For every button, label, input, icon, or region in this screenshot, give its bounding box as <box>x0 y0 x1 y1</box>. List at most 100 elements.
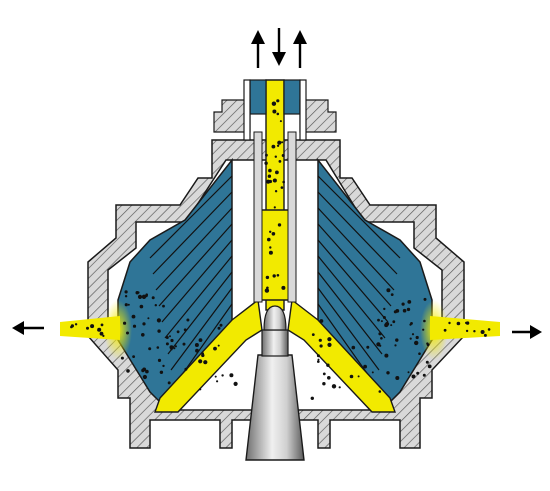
disc-left <box>149 175 233 259</box>
particle <box>120 356 124 360</box>
particle <box>142 374 147 380</box>
particle <box>401 302 405 306</box>
particle <box>376 342 381 347</box>
disc-right <box>317 239 389 323</box>
particle <box>141 333 145 337</box>
particle <box>271 101 277 106</box>
inner-tube-wall-right <box>287 131 297 303</box>
particle <box>281 141 284 144</box>
particle <box>386 288 391 293</box>
particle <box>74 323 78 326</box>
outlet-left-blue <box>249 79 267 115</box>
particle <box>363 364 367 369</box>
disc-right <box>317 223 392 307</box>
particle <box>169 335 171 338</box>
particle <box>217 326 221 330</box>
particle <box>351 345 356 350</box>
particle <box>276 99 280 103</box>
particle <box>221 374 224 377</box>
disc-right <box>317 271 383 355</box>
particle <box>268 168 272 173</box>
particle <box>383 307 386 311</box>
particle <box>480 330 485 334</box>
particle <box>217 344 220 347</box>
particle <box>272 179 276 182</box>
particle <box>99 331 104 336</box>
particle <box>281 154 285 157</box>
particle <box>157 358 162 362</box>
particle <box>195 348 199 353</box>
disc-left <box>170 287 233 371</box>
particle <box>269 230 272 233</box>
particle <box>423 319 426 323</box>
particle <box>267 174 272 178</box>
particle <box>275 170 279 175</box>
particle <box>402 308 407 313</box>
spindle-collar <box>261 329 289 357</box>
disc-left <box>158 223 233 307</box>
particle <box>162 364 165 368</box>
three-flow-arrows-icon <box>251 28 307 68</box>
particle <box>278 160 282 163</box>
particle <box>395 338 399 342</box>
particle <box>371 371 374 374</box>
particle <box>124 290 128 294</box>
particle <box>422 373 426 377</box>
particle <box>159 370 164 374</box>
particle <box>318 338 322 342</box>
particle <box>319 319 324 323</box>
particle <box>274 190 278 193</box>
particle <box>229 373 234 378</box>
particle <box>338 386 341 389</box>
particle <box>126 331 129 335</box>
disc-stack-left <box>149 175 233 387</box>
particle <box>418 352 421 356</box>
particle <box>415 335 419 340</box>
particle <box>390 293 394 296</box>
particle <box>390 324 393 327</box>
particle <box>265 153 268 157</box>
particle <box>267 237 271 242</box>
left-glow <box>104 300 132 360</box>
particle <box>327 337 332 342</box>
particle <box>173 347 176 350</box>
particle <box>141 368 145 373</box>
arrow-left-icon <box>12 321 44 335</box>
particle <box>102 334 105 337</box>
particle <box>182 342 186 346</box>
particle <box>184 367 188 371</box>
particle <box>90 324 95 329</box>
particle <box>380 337 383 340</box>
particle <box>271 232 276 236</box>
particle <box>272 274 276 278</box>
particles <box>70 99 491 400</box>
particle <box>331 384 337 389</box>
disc-left <box>155 207 233 291</box>
particle <box>465 321 468 324</box>
particle <box>393 310 397 314</box>
spindle <box>245 305 305 461</box>
particle <box>378 390 382 393</box>
particle <box>214 375 217 378</box>
top-outlet <box>213 79 337 303</box>
particle <box>268 250 273 255</box>
particle <box>165 336 169 339</box>
outlet-pipe-left <box>243 79 251 141</box>
particle <box>186 318 190 322</box>
particle <box>407 300 412 304</box>
particle <box>473 330 476 333</box>
particle <box>203 360 208 365</box>
particle <box>443 328 447 332</box>
particle <box>174 345 177 348</box>
particle <box>170 348 173 351</box>
particle <box>264 161 268 165</box>
particle <box>273 206 276 209</box>
particle <box>132 324 137 328</box>
particle <box>137 291 140 294</box>
arrow-right-icon <box>512 325 542 339</box>
particle <box>277 140 282 145</box>
particle <box>272 109 277 114</box>
particle <box>384 353 389 358</box>
particle <box>487 328 491 331</box>
